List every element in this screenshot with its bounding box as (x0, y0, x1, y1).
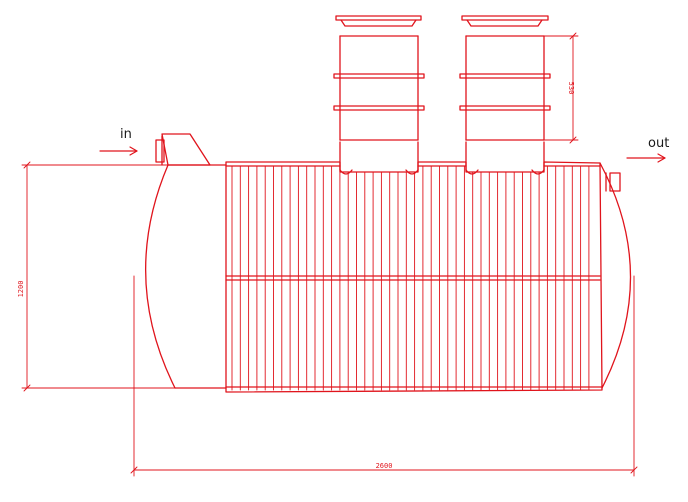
riser-left (333, 15, 425, 175)
tank-right-end (599, 162, 632, 389)
inlet-pipe (155, 133, 211, 166)
tank-ribs (231, 165, 590, 391)
dimension-length (130, 275, 638, 477)
dimension-riser-height-value: 530 (567, 82, 575, 95)
tank-left-end (145, 164, 176, 389)
outlet-pipe (605, 172, 621, 192)
dimension-riser-height (543, 32, 579, 144)
dimension-height-value: 1200 (17, 281, 25, 298)
dimension-length-value: 2600 (376, 462, 393, 470)
outlet-label: out (648, 136, 669, 151)
inlet-label: in (120, 127, 132, 142)
outlet-arrow-icon (626, 153, 666, 163)
dimension-height (21, 161, 176, 392)
riser-right (459, 15, 551, 175)
inlet-arrow-icon (99, 146, 138, 156)
tank-body (225, 161, 603, 393)
